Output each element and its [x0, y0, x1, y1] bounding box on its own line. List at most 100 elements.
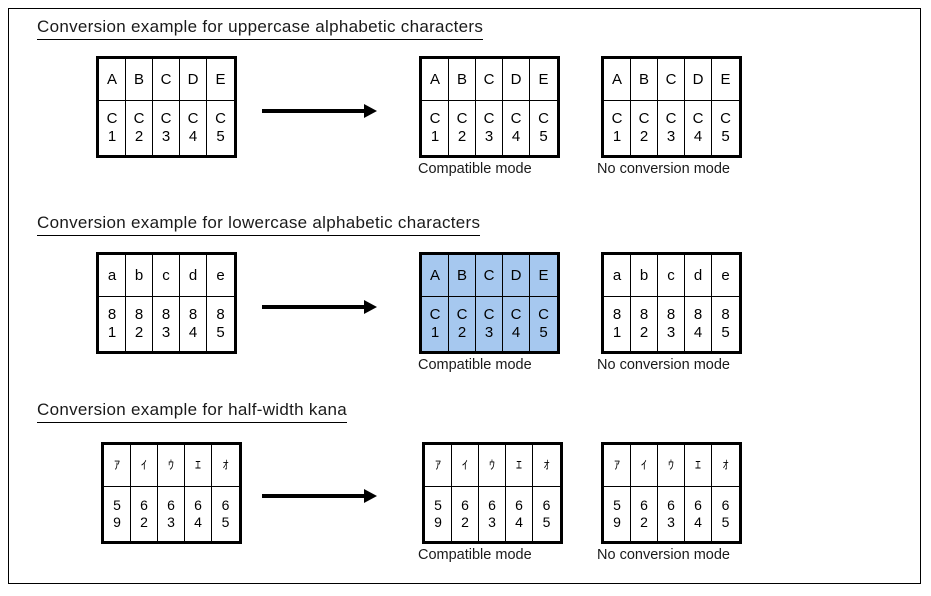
table-cell: E: [712, 59, 739, 100]
table-cell: ｳ: [479, 445, 506, 486]
cell-char: ｵ: [722, 458, 729, 473]
cell-code-low: 5: [539, 128, 548, 145]
cell-code-high: 5: [434, 497, 442, 514]
cell-code-low: 5: [542, 514, 551, 530]
cell-code-high: C: [538, 306, 549, 324]
cell-char: A: [429, 70, 440, 88]
table-cell: c: [153, 255, 180, 296]
table-cell: a: [99, 255, 126, 296]
cell-code-low: 3: [484, 128, 494, 145]
cell-char: d: [188, 266, 198, 284]
section-title-lowercase: Conversion example for lowercase alphabe…: [37, 213, 481, 236]
cell-code-high: C: [133, 110, 145, 128]
cell-char: ｱ: [434, 458, 441, 473]
cell-char: b: [639, 266, 649, 284]
cell-char: A: [429, 266, 440, 284]
cell-code-low: 4: [694, 514, 702, 530]
table-cell: a: [604, 255, 631, 296]
cell-code-high: C: [510, 110, 522, 128]
table-cell: B: [631, 59, 658, 100]
cell-code-low: 3: [167, 514, 175, 530]
cell-char: ｱ: [613, 458, 620, 473]
cell-code-low: 2: [639, 128, 649, 145]
cell-code-high: C: [456, 110, 468, 128]
cell-code-high: C: [692, 110, 704, 128]
table-cell: B: [449, 255, 476, 296]
table-cell: D: [503, 59, 530, 100]
caption-compatible-mode: Compatible mode: [418, 161, 532, 177]
table-row-chars: a b c d e: [604, 255, 739, 296]
table-row-chars: A B C D E: [422, 59, 557, 100]
cell-char: E: [538, 266, 549, 284]
table-cell: ｱ: [425, 445, 452, 486]
cell-char: ｵ: [543, 458, 550, 473]
cell-char: A: [106, 70, 117, 88]
cell-char: A: [611, 70, 622, 88]
table-row-chars: ｱ ｲ ｳ ｴ ｵ: [604, 445, 739, 486]
table-cell: D: [180, 59, 207, 100]
table-cell: C: [658, 59, 685, 100]
cell-code-low: 4: [693, 128, 703, 145]
table-cell: D: [685, 59, 712, 100]
cell-char: ｲ: [461, 458, 468, 473]
cell-char: ｲ: [140, 458, 147, 473]
table-row-chars: A B C D E: [99, 59, 234, 100]
cell-code-low: 1: [612, 128, 622, 145]
table-cell: E: [207, 59, 234, 100]
cell-code-low: 5: [216, 324, 225, 341]
cell-code-low: 4: [194, 514, 202, 530]
cell-code-low: 4: [188, 128, 198, 145]
cell-code-high: 6: [640, 497, 648, 514]
cell-char: d: [693, 266, 703, 284]
cell-code-high: 6: [667, 497, 675, 514]
cell-code-high: 6: [694, 497, 702, 514]
cell-code-high: C: [483, 110, 495, 128]
table-cell: ｳ: [158, 445, 185, 486]
caption-compatible-mode: Compatible mode: [418, 547, 532, 563]
table-cell: d: [685, 255, 712, 296]
cell-code-low: 5: [721, 514, 730, 530]
cell-code-low: 4: [188, 324, 198, 341]
cell-code-high: C: [538, 110, 549, 128]
cell-code-low: 3: [161, 324, 171, 341]
table-cell: e: [207, 255, 234, 296]
cell-code-low: 5: [221, 514, 230, 530]
cell-code-low: 2: [639, 324, 649, 341]
cell-code-low: 5: [216, 128, 225, 145]
cell-code-low: 5: [721, 128, 730, 145]
cell-code-low: 3: [488, 514, 496, 530]
cell-code-low: 2: [140, 514, 148, 530]
cell-char: C: [483, 70, 495, 88]
cell-code-high: C: [160, 110, 172, 128]
cell-code-high: 8: [188, 306, 198, 324]
cell-code-low: 4: [511, 324, 521, 341]
table-cell: ｱ: [104, 445, 131, 486]
